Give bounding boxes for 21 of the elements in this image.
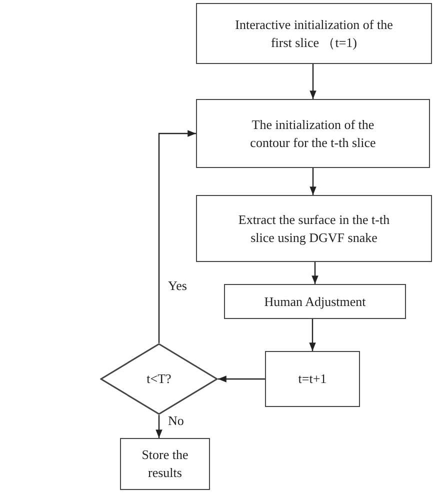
process-box [196, 195, 432, 262]
arrow [309, 319, 316, 351]
node-text: Store the results [140, 446, 190, 482]
process-box [265, 351, 360, 407]
node-text: Extract the surface in the t-th slice using DGVF snake [237, 210, 391, 246]
arrow [156, 415, 162, 438]
node-text: t<T? [146, 370, 172, 388]
arrow [312, 262, 318, 284]
arrow [158, 130, 196, 343]
process-box [196, 99, 430, 168]
node-text: Human Adjustment [263, 292, 367, 310]
node-text: The initialization of the contour for the t-th slice [249, 116, 377, 152]
process-box [120, 438, 210, 490]
process-box [196, 3, 432, 64]
arrow [310, 168, 316, 195]
node-text: t=t+1 [297, 370, 328, 388]
node-text: Interactive initialization of the first slice （t=1) [234, 16, 394, 52]
arrow [218, 376, 265, 382]
decision-diamond [100, 343, 218, 415]
arrow [310, 64, 316, 99]
process-box [224, 284, 406, 319]
